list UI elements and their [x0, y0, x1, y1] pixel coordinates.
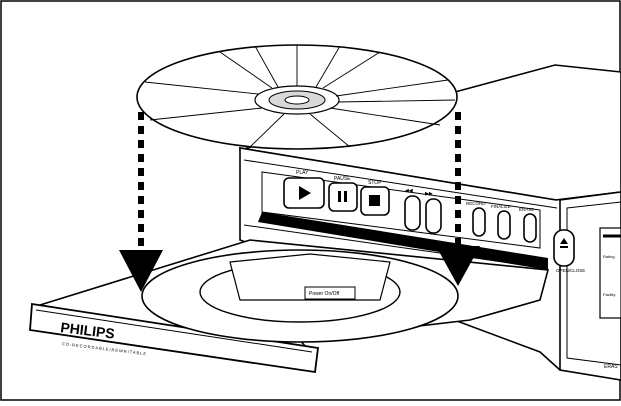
control-buttons: PLAY PAUSE STOP ◀◀ ▶▶ RECORD FINALIZE ER…	[283, 170, 618, 370]
tray-slot	[258, 212, 548, 270]
display-window	[599, 227, 621, 319]
erase-label: ERASE	[519, 207, 534, 212]
arrow-down-icon	[119, 250, 163, 292]
insert-arrow-left	[119, 112, 163, 292]
eject-icon	[560, 238, 568, 244]
play-label: PLAY	[296, 170, 309, 176]
disc-sector-lines	[144, 45, 456, 148]
arrow-down-icon	[436, 246, 480, 286]
record-button[interactable]	[472, 207, 486, 237]
display-text-2: Facility	[603, 292, 615, 297]
stop-label: STOP	[368, 180, 382, 186]
compact-disc	[136, 44, 458, 150]
open-close-label: OPEN/CLOSE	[556, 268, 585, 273]
insert-arrow-right	[436, 112, 480, 286]
play-icon	[299, 186, 311, 200]
display-text-1: Rating	[603, 254, 615, 259]
open-close-button[interactable]	[553, 229, 575, 267]
finalize-button[interactable]	[497, 210, 511, 240]
disc-tray: Power On/Off PHILIPS CD-RECORDABLE/REWRI…	[29, 212, 550, 374]
play-button[interactable]	[283, 177, 325, 209]
tray-label-plate	[304, 286, 356, 300]
record-label: RECORD	[466, 201, 486, 206]
next-track-button[interactable]	[425, 198, 442, 234]
pause-label: PAUSE	[334, 176, 351, 182]
pause-icon	[338, 191, 341, 202]
tray-label: Power On/Off	[309, 291, 340, 297]
pause-button[interactable]	[328, 182, 358, 212]
stop-icon	[369, 195, 380, 206]
previous-track-button[interactable]	[404, 195, 421, 231]
finalize-label: FINALIZE	[491, 204, 511, 209]
prev-label: ◀◀	[405, 188, 413, 194]
next-label: ▶▶	[425, 191, 433, 197]
brand-logo: PHILIPS	[60, 319, 116, 342]
stop-button[interactable]	[360, 186, 390, 216]
erase-button[interactable]	[523, 213, 537, 243]
disc-center-hole	[284, 95, 310, 105]
display-text-3: ERAS	[604, 364, 618, 370]
